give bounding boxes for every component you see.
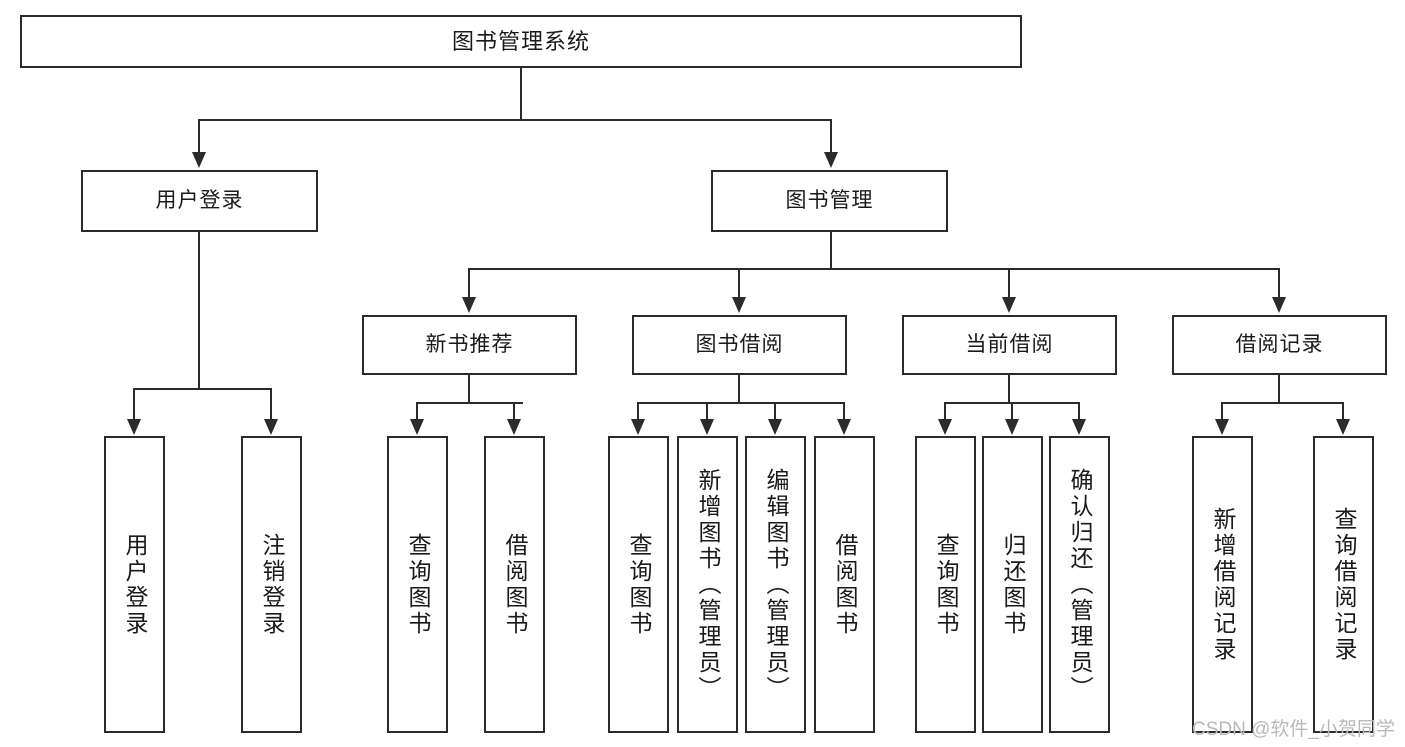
connector-borrow-record-bus xyxy=(1221,402,1343,404)
node-label: 归还图书 xyxy=(1000,532,1026,637)
node-label: 用户登录 xyxy=(155,188,244,212)
connector-cb-to-leaf-1 xyxy=(944,402,946,420)
node-book-management[interactable]: 图书管理 xyxy=(711,170,948,232)
leaf-book-borrow-3[interactable]: 编辑图书（管理员） xyxy=(745,436,806,733)
connector-nb-to-leaf-1 xyxy=(416,402,418,420)
arrowhead-bb-leaf-2 xyxy=(700,419,714,435)
node-label: 用户登录 xyxy=(122,532,148,637)
leaf-new-book-2[interactable]: 借阅图书 xyxy=(484,436,545,733)
node-label: 借阅图书 xyxy=(832,532,858,637)
connector-user-login-to-leaf-2 xyxy=(270,388,272,420)
leaf-user-login-1[interactable]: 用户登录 xyxy=(104,436,165,733)
node-label: 确认归还（管理员） xyxy=(1067,467,1093,702)
connector-current-borrow-stem xyxy=(1008,375,1010,403)
connector-bb-to-leaf-3 xyxy=(774,402,776,420)
leaf-book-borrow-2[interactable]: 新增图书（管理员） xyxy=(677,436,738,733)
connector-bb-to-leaf-2 xyxy=(706,402,708,420)
connector-user-login-stem xyxy=(198,232,200,389)
node-root-book-management-system[interactable]: 图书管理系统 xyxy=(20,15,1022,68)
node-label: 当前借阅 xyxy=(965,332,1054,356)
connector-cb-to-leaf-2 xyxy=(1011,402,1013,420)
connector-user-login-bus xyxy=(133,388,271,390)
connector-book-management-stem xyxy=(830,232,832,269)
connector-new-book-stem xyxy=(468,375,470,403)
node-current-borrow[interactable]: 当前借阅 xyxy=(902,315,1117,375)
arrowhead-bb-leaf-4 xyxy=(837,419,851,435)
leaf-borrow-record-1[interactable]: 新增借阅记录 xyxy=(1192,436,1253,733)
connector-br-to-leaf-1 xyxy=(1221,402,1223,420)
leaf-borrow-record-2[interactable]: 查询借阅记录 xyxy=(1313,436,1374,733)
connector-borrow-record-stem xyxy=(1278,375,1280,403)
leaf-new-book-1[interactable]: 查询图书 xyxy=(387,436,448,733)
node-label: 查询借阅记录 xyxy=(1331,506,1357,663)
node-label: 新增借阅记录 xyxy=(1210,506,1236,663)
connector-bm-to-current-borrow xyxy=(1008,268,1010,298)
connector-bb-to-leaf-4 xyxy=(843,402,845,420)
node-user-login[interactable]: 用户登录 xyxy=(81,170,318,232)
leaf-user-login-2[interactable]: 注销登录 xyxy=(241,436,302,733)
connector-book-borrow-stem xyxy=(738,375,740,403)
node-label: 借阅图书 xyxy=(502,532,528,637)
arrowhead-nb-leaf-2 xyxy=(507,419,521,435)
arrowhead-book-management xyxy=(824,152,838,168)
connector-book-management-bus xyxy=(468,268,1280,270)
connector-nb-to-leaf-2 xyxy=(513,402,515,420)
node-label: 查询图书 xyxy=(626,532,652,637)
connector-bm-to-borrow-record xyxy=(1278,268,1280,298)
node-label: 新书推荐 xyxy=(425,332,514,356)
leaf-book-borrow-4[interactable]: 借阅图书 xyxy=(814,436,875,733)
arrowhead-cb-leaf-2 xyxy=(1005,419,1019,435)
connector-book-borrow-bus xyxy=(637,402,844,404)
node-label: 编辑图书（管理员） xyxy=(763,467,789,702)
connector-br-to-leaf-2 xyxy=(1342,402,1344,420)
arrowhead-new-book-recommend xyxy=(462,297,476,313)
node-label: 借阅记录 xyxy=(1235,332,1324,356)
arrowhead-user-login-leaf-2 xyxy=(264,419,278,435)
connector-cb-to-leaf-3 xyxy=(1078,402,1080,420)
connector-bm-to-book-borrow xyxy=(738,268,740,298)
node-borrow-record[interactable]: 借阅记录 xyxy=(1172,315,1387,375)
arrowhead-borrow-record xyxy=(1272,297,1286,313)
node-label: 查询图书 xyxy=(933,532,959,637)
node-label: 查询图书 xyxy=(405,532,431,637)
node-book-borrow[interactable]: 图书借阅 xyxy=(632,315,847,375)
leaf-book-borrow-1[interactable]: 查询图书 xyxy=(608,436,669,733)
arrowhead-cb-leaf-3 xyxy=(1072,419,1086,435)
connector-root-to-book-management xyxy=(830,119,832,153)
node-label: 新增图书（管理员） xyxy=(695,467,721,702)
node-label: 图书借阅 xyxy=(695,332,784,356)
node-label: 图书管理系统 xyxy=(451,28,590,54)
connector-user-login-to-leaf-1 xyxy=(133,388,135,420)
arrowhead-cb-leaf-1 xyxy=(938,419,952,435)
arrowhead-bb-leaf-3 xyxy=(768,419,782,435)
arrowhead-current-borrow xyxy=(1002,297,1016,313)
node-new-book-recommend[interactable]: 新书推荐 xyxy=(362,315,577,375)
connector-root-to-user-login xyxy=(198,119,200,153)
arrowhead-user-login xyxy=(192,152,206,168)
connector-bm-to-new-book xyxy=(468,268,470,298)
arrowhead-nb-leaf-1 xyxy=(410,419,424,435)
connector-new-book-bus xyxy=(416,402,523,404)
arrowhead-book-borrow xyxy=(732,297,746,313)
connector-bb-to-leaf-1 xyxy=(637,402,639,420)
arrowhead-br-leaf-2 xyxy=(1336,419,1350,435)
leaf-current-borrow-3[interactable]: 确认归还（管理员） xyxy=(1049,436,1110,733)
connector-root-bus xyxy=(198,119,832,121)
node-label: 注销登录 xyxy=(259,532,285,637)
leaf-current-borrow-2[interactable]: 归还图书 xyxy=(982,436,1043,733)
arrowhead-user-login-leaf-1 xyxy=(127,419,141,435)
node-label: 图书管理 xyxy=(785,188,874,212)
connector-root-stem xyxy=(520,68,522,120)
arrowhead-bb-leaf-1 xyxy=(631,419,645,435)
arrowhead-br-leaf-1 xyxy=(1215,419,1229,435)
leaf-current-borrow-1[interactable]: 查询图书 xyxy=(915,436,976,733)
